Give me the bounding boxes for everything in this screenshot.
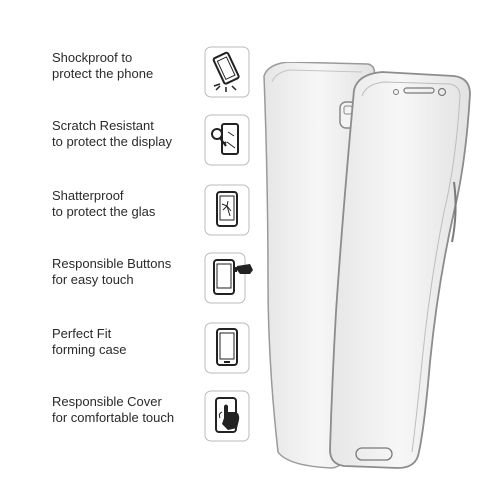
case-front-shell: [329, 71, 471, 469]
feature-subtitle: for comfortable touch: [52, 410, 175, 425]
home-button-cutout: [355, 447, 393, 461]
feature-title: Responsible Buttons: [52, 256, 172, 271]
phone-button-touch-icon: [204, 252, 253, 304]
feature-title: Shatterproof: [52, 188, 124, 203]
feature-perfect-fit: Perfect Fit forming case: [52, 322, 302, 386]
speaker-cutout: [403, 87, 435, 94]
feature-subtitle: to protect the glas: [52, 204, 156, 219]
feature-title: Responsible Cover: [52, 394, 162, 409]
phone-fit-icon: [204, 322, 250, 374]
feature-scratch-resistant: Scratch Resistant to protect the display: [52, 114, 302, 178]
feature-responsible-cover: Responsible Cover for comfortable touch: [52, 390, 302, 454]
feature-title: Scratch Resistant: [52, 118, 154, 133]
phone-shock-icon: [204, 46, 250, 98]
phone-scratch-icon: [204, 114, 250, 166]
feature-title: Shockproof to: [52, 50, 133, 65]
side-button-cover: [451, 181, 457, 243]
feature-subtitle: for easy touch: [52, 272, 134, 287]
phone-touch-icon: [204, 390, 250, 442]
feature-subtitle: forming case: [52, 342, 127, 357]
feature-subtitle: protect the phone: [52, 66, 154, 81]
feature-title: Perfect Fit: [52, 326, 112, 341]
transparent-case-illustration: [263, 62, 471, 469]
feature-subtitle: to protect the display: [52, 134, 172, 149]
feature-responsible-buttons: Responsible Buttons for easy touch: [52, 252, 302, 316]
feature-shatterproof: Shatterproof to protect the glas: [52, 184, 302, 248]
feature-shockproof: Shockproof to protect the phone: [52, 46, 302, 110]
phone-shatter-icon: [204, 184, 250, 236]
